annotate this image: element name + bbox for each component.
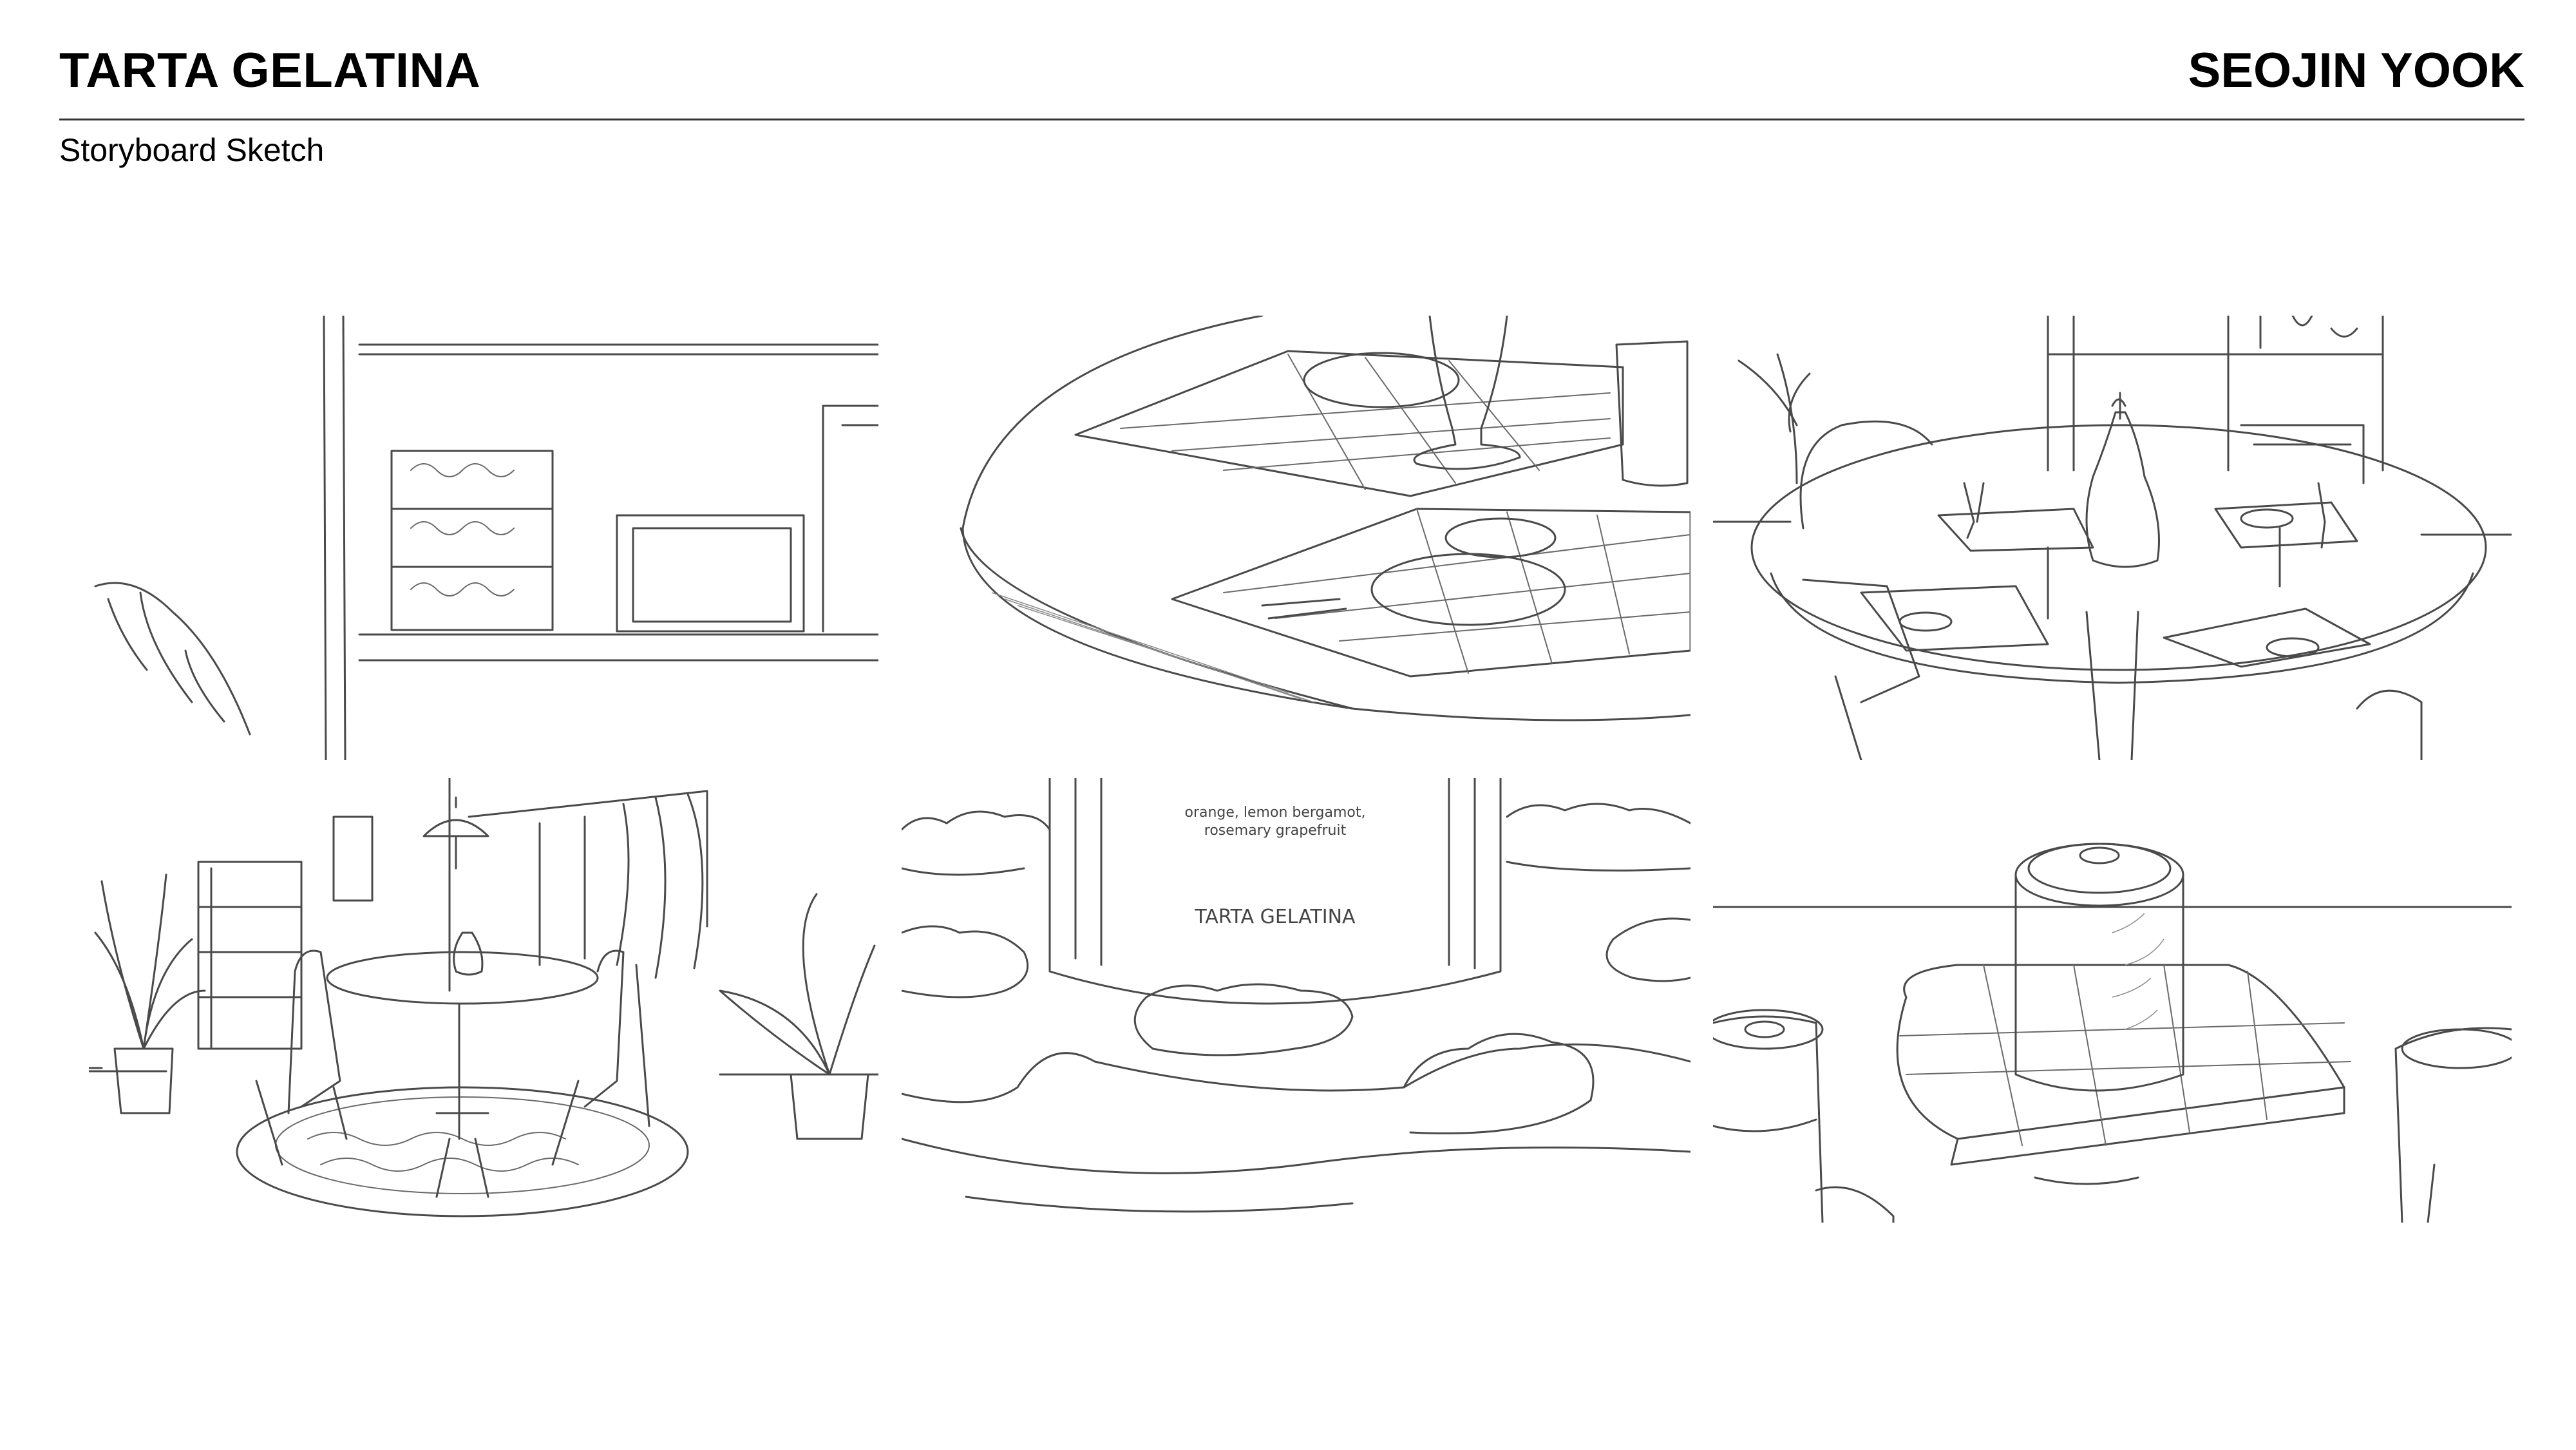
storyboard-panel-1 [89,316,878,760]
panel-2-sketch [902,316,1690,760]
can-label-flavors-2: rosemary grapefruit [1204,823,1347,839]
can-brand-label: TARTA GELATINA [1194,906,1356,928]
can-label-flavors-1: orange, lemon bergamot, [1184,805,1365,821]
storyboard-panel-6 [1713,778,2512,1223]
storyboard-panel-2 [902,316,1690,760]
panel-3-sketch [1713,316,2512,760]
panel-1-sketch [89,316,878,760]
panel-6-sketch [1713,778,2512,1223]
storyboard-panel-5: orange, lemon bergamot, rosemary grapefr… [902,778,1690,1223]
storyboard-panel-4 [89,778,878,1223]
header-divider [59,119,2524,120]
page-title: TARTA GELATINA [59,43,481,98]
page-subtitle: Storyboard Sketch [59,132,325,168]
author-name: SEOJIN YOOK [2188,43,2524,98]
panel-5-sketch: orange, lemon bergamot, rosemary grapefr… [902,778,1690,1223]
storyboard-panel-3 [1713,316,2512,760]
panel-4-sketch [89,778,878,1223]
